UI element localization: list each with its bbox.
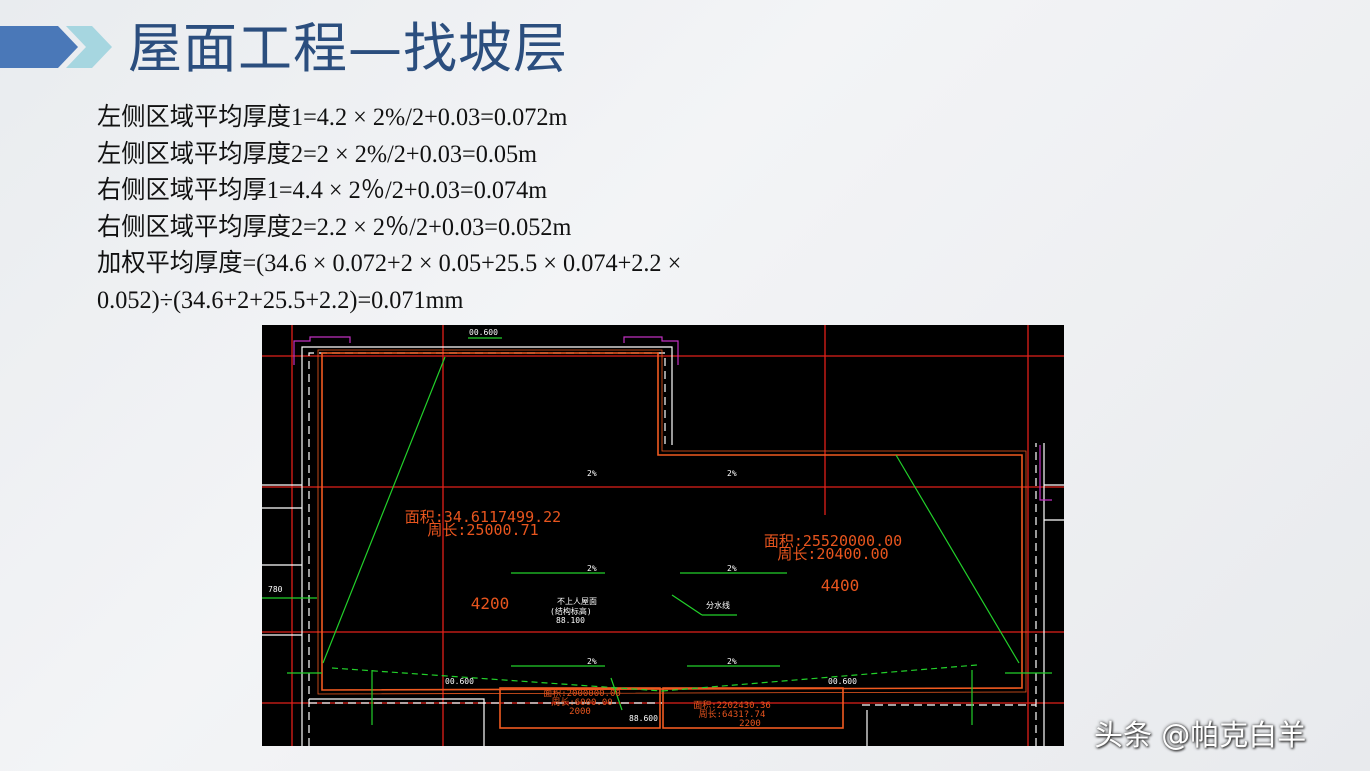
small-left-dim: 2000 bbox=[569, 707, 591, 717]
small-right-perimeter: 周长:6431?.74 bbox=[699, 708, 766, 720]
watermark: 头条 @帕克白羊 bbox=[1094, 718, 1307, 752]
ridge-label: 分水线 bbox=[706, 600, 730, 610]
left-area-label: 面积:34.6117499.22 bbox=[405, 508, 561, 526]
formula-list: 左侧区域平均厚度1=4.2 × 2%/2+0.03=0.072m 左侧区域平均厚… bbox=[97, 100, 699, 319]
right-area-label: 面积:25520000.00 bbox=[764, 532, 902, 550]
walls bbox=[262, 346, 1064, 746]
parapet bbox=[293, 336, 1052, 501]
slope-arrows bbox=[262, 337, 1052, 725]
slope-label: 2% bbox=[727, 657, 737, 666]
slope-label: 2% bbox=[727, 469, 737, 478]
cad-roof-plan: 面积:34.6117499.22 周长:25000.71 4200 面积:255… bbox=[262, 325, 1064, 746]
elevation-label: 00.600 bbox=[445, 677, 474, 686]
roof-note: (结构标高) bbox=[550, 606, 592, 616]
slope-zones bbox=[317, 349, 1027, 729]
dimension-label: 780 bbox=[268, 585, 283, 594]
roof-note: 不上人屋面 bbox=[557, 597, 597, 606]
title-chevron-icon bbox=[0, 26, 112, 68]
slope-labels: 2% 2% 2% 2% 2% 2% 不上人屋面 (结构标高) 88.100 分水… bbox=[268, 328, 857, 723]
small-left-perimeter: 周长:6000.00 bbox=[551, 696, 612, 708]
formula-line: 左侧区域平均厚度1=4.2 × 2%/2+0.03=0.072m bbox=[97, 104, 568, 131]
roof-elevation: 88.100 bbox=[556, 616, 585, 625]
formula-line: 右侧区域平均厚1=4.4 × 2％/2+0.03=0.074m bbox=[97, 177, 548, 204]
elevation-label: 00.600 bbox=[469, 328, 498, 337]
formula-line: 右侧区域平均厚度2=2.2 × 2％/2+0.03=0.052m bbox=[97, 213, 572, 241]
formula-line: 左侧区域平均厚度2=2 × 2%/2+0.03=0.05m bbox=[97, 140, 538, 168]
zone-labels: 面积:34.6117499.22 周长:25000.71 4200 面积:255… bbox=[405, 508, 902, 729]
slope-label: 2% bbox=[587, 657, 597, 666]
left-dim-label: 4200 bbox=[471, 594, 510, 613]
left-perimeter-label: 周长:25000.71 bbox=[427, 521, 538, 539]
formula-line: 加权平均厚度=(34.6 × 0.072+2 × 0.05+25.5 × 0.0… bbox=[97, 250, 682, 277]
slope-label: 2% bbox=[587, 564, 597, 573]
right-perimeter-label: 周长:20400.00 bbox=[777, 545, 888, 563]
small-right-area: 面积:2202430.36 bbox=[693, 699, 771, 711]
small-right-dim: 2200 bbox=[739, 719, 761, 729]
elevation-label: 88.600 bbox=[629, 714, 658, 723]
slope-label: 2% bbox=[727, 564, 737, 573]
elevation-label: 00.600 bbox=[828, 677, 857, 686]
formula-line: 0.052)÷(34.6+2+25.5+2.2)=0.071mm bbox=[97, 286, 464, 314]
small-left-area: 面积:2000000.00 bbox=[543, 687, 621, 699]
slide-title: 屋面工程—找坡层 bbox=[128, 17, 568, 80]
slope-label: 2% bbox=[587, 469, 597, 478]
right-dim-label: 4400 bbox=[821, 576, 860, 595]
